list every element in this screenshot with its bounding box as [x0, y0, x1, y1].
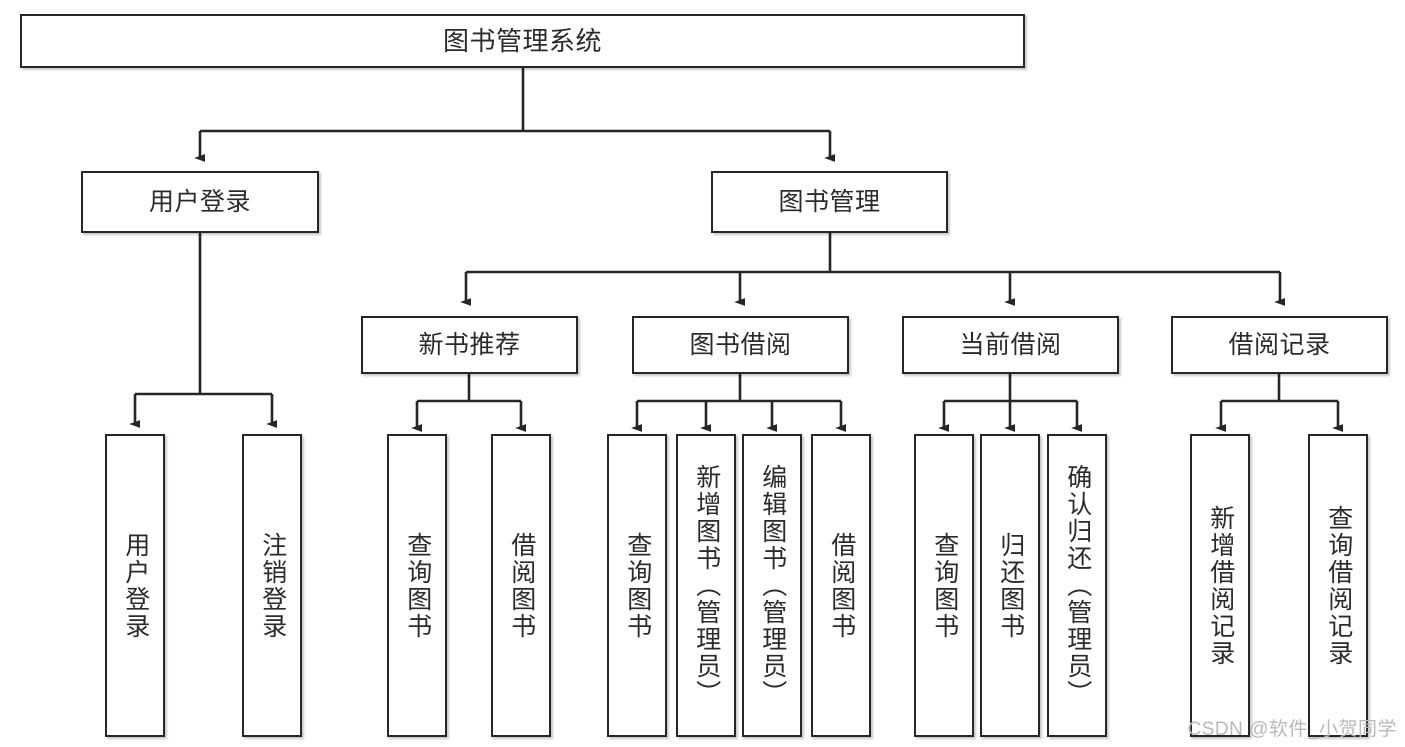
node-book-management[interactable]: 图书管理	[711, 171, 948, 233]
leaf-user-login-logout-label: 注销登录	[258, 531, 287, 640]
leaf-current-borrow-confirm[interactable]: 确认归还（管理员）	[1047, 434, 1107, 737]
leaf-book-borrow-edit[interactable]: 编辑图书（管理员）	[742, 434, 802, 737]
leaf-current-borrow-return-label: 归还图书	[996, 531, 1025, 640]
node-root-label: 图书管理系统	[442, 25, 602, 56]
node-borrow-record-label: 借阅记录	[1228, 330, 1331, 359]
node-book-management-label: 图书管理	[778, 187, 881, 216]
leaf-new-book-borrow-label: 借阅图书	[507, 531, 536, 640]
node-book-borrow[interactable]: 图书借阅	[632, 316, 849, 374]
node-new-book-recommend[interactable]: 新书推荐	[361, 316, 578, 374]
leaf-new-book-query[interactable]: 查询图书	[387, 434, 447, 737]
leaf-user-login-login-label: 用户登录	[121, 531, 150, 640]
leaf-user-login-logout[interactable]: 注销登录	[242, 434, 302, 737]
node-borrow-record[interactable]: 借阅记录	[1171, 316, 1388, 374]
leaf-user-login-login[interactable]: 用户登录	[105, 434, 165, 737]
leaf-book-borrow-borrow[interactable]: 借阅图书	[811, 434, 871, 737]
node-user-login-label: 用户登录	[148, 187, 251, 216]
node-root[interactable]: 图书管理系统	[20, 14, 1025, 68]
leaf-borrow-record-add-label: 新增借阅记录	[1206, 504, 1235, 667]
leaf-borrow-record-query[interactable]: 查询借阅记录	[1308, 434, 1368, 737]
node-user-login[interactable]: 用户登录	[81, 171, 319, 233]
leaf-book-borrow-add[interactable]: 新增图书（管理员）	[676, 434, 736, 737]
leaf-book-borrow-query[interactable]: 查询图书	[607, 434, 667, 737]
leaf-current-borrow-confirm-label: 确认归还（管理员）	[1063, 464, 1092, 707]
leaf-current-borrow-query[interactable]: 查询图书	[914, 434, 974, 737]
leaf-borrow-record-add[interactable]: 新增借阅记录	[1190, 434, 1250, 737]
leaf-book-borrow-edit-label: 编辑图书（管理员）	[758, 464, 787, 707]
csdn-watermark: CSDN @软件_小贺同学	[1187, 719, 1397, 740]
leaf-current-borrow-query-label: 查询图书	[930, 531, 959, 640]
leaf-book-borrow-borrow-label: 借阅图书	[827, 531, 856, 640]
node-new-book-recommend-label: 新书推荐	[418, 330, 521, 359]
leaf-current-borrow-return[interactable]: 归还图书	[980, 434, 1040, 737]
node-book-borrow-label: 图书借阅	[689, 330, 792, 359]
leaf-new-book-borrow[interactable]: 借阅图书	[491, 434, 551, 737]
leaf-new-book-query-label: 查询图书	[403, 531, 432, 640]
node-current-borrow-label: 当前借阅	[959, 330, 1062, 359]
leaf-book-borrow-query-label: 查询图书	[623, 531, 652, 640]
leaf-borrow-record-query-label: 查询借阅记录	[1324, 504, 1353, 667]
leaf-book-borrow-add-label: 新增图书（管理员）	[692, 464, 721, 707]
node-current-borrow[interactable]: 当前借阅	[902, 316, 1119, 374]
